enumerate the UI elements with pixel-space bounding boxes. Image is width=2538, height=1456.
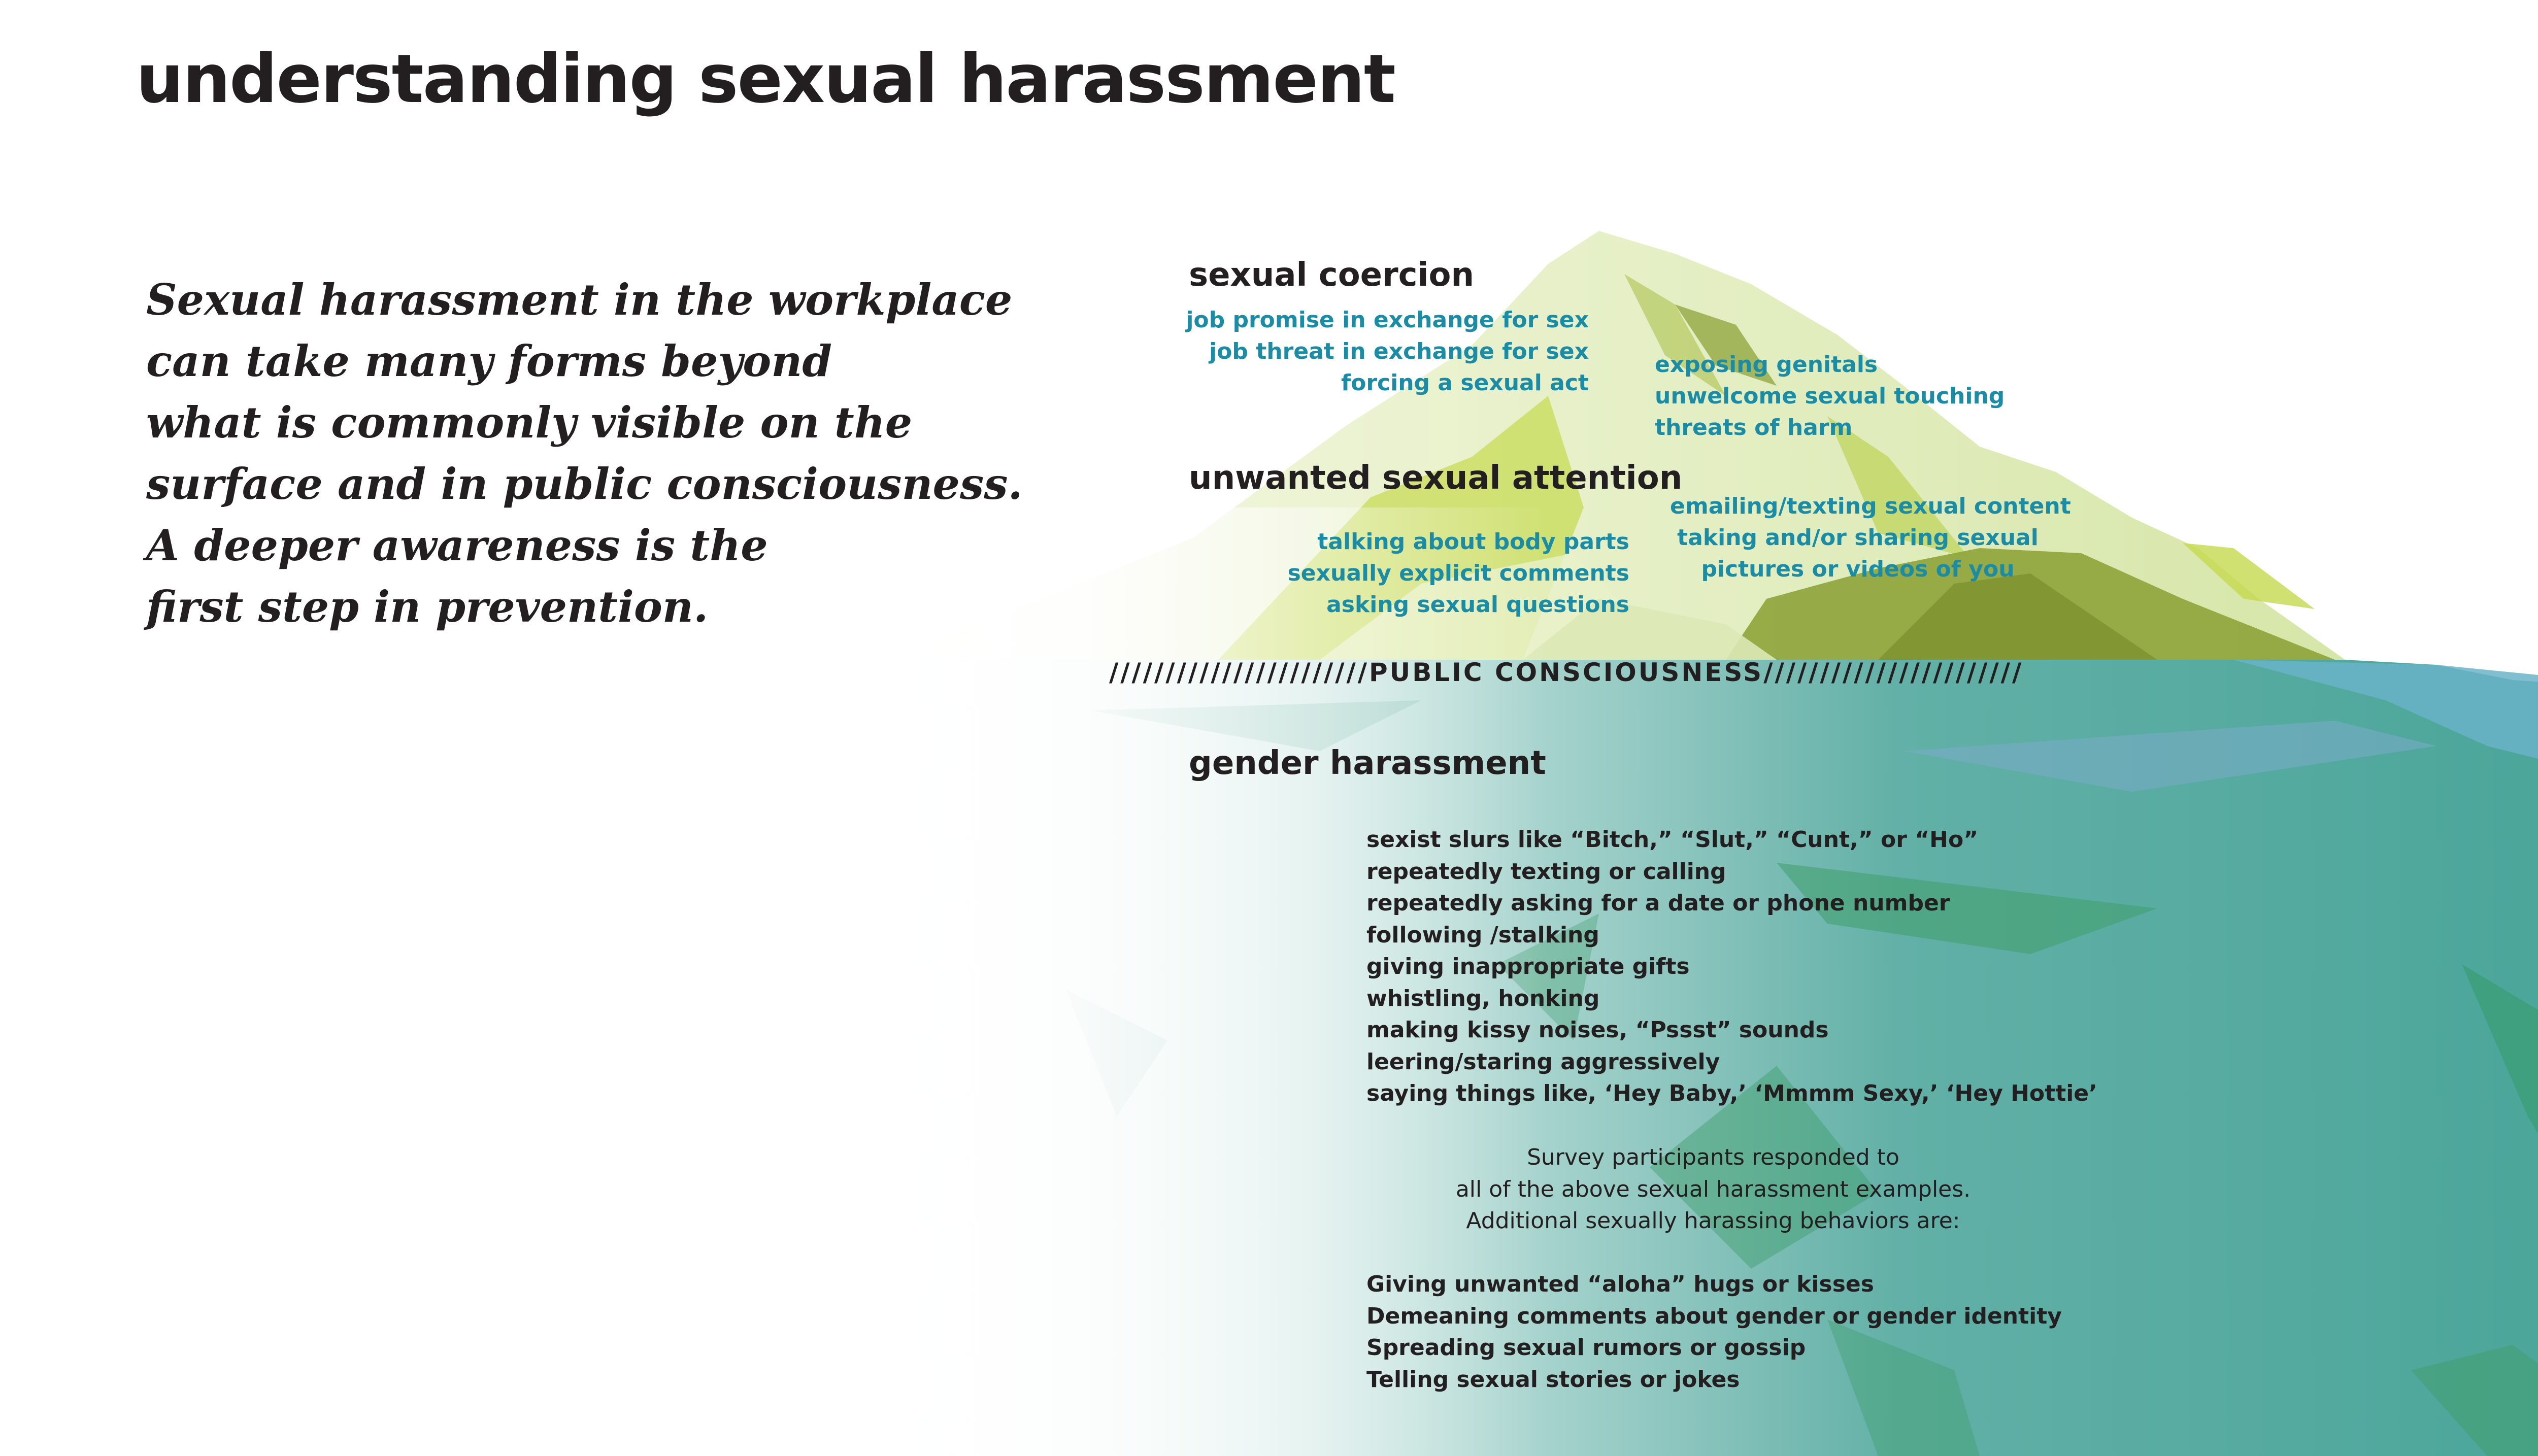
intro-line: first step in prevention. — [146, 582, 709, 632]
list-item: whistling, honking — [1366, 985, 1600, 1011]
list-item: forcing a sexual act — [1341, 370, 1589, 396]
list-item: job threat in exchange for sex — [1209, 338, 1589, 364]
list-item: talking about body parts — [1317, 529, 1629, 555]
list-item: job promise in exchange for sex — [1186, 307, 1589, 333]
intro-line: what is commonly visible on the — [146, 397, 913, 448]
list-item: Giving unwanted “aloha” hugs or kisses — [1366, 1271, 1874, 1297]
list-item: taking and/or sharing sexual — [1677, 525, 2039, 551]
coercion-right-list: exposing genitals unwelcome sexual touch… — [1655, 349, 2005, 444]
heading-sexual-coercion: sexual coercion — [1189, 256, 1475, 294]
survey-line: Additional sexually harassing behaviors … — [1466, 1208, 1960, 1234]
list-item: Demeaning comments about gender or gende… — [1366, 1303, 2062, 1329]
list-item: Telling sexual stories or jokes — [1366, 1366, 1740, 1393]
list-item: threats of harm — [1655, 415, 1853, 441]
survey-line: all of the above sexual harassment examp… — [1455, 1176, 1971, 1202]
page-title: understanding sexual harassment — [136, 40, 1396, 118]
intro-line: can take many forms beyond — [146, 336, 832, 386]
public-consciousness-divider: ///////////////////////PUBLIC CONSCIOUSN… — [1109, 658, 2024, 687]
list-item: sexually explicit comments — [1287, 560, 1629, 586]
attention-left-list: talking about body parts sexually explic… — [1167, 526, 1629, 621]
list-item: emailing/texting sexual content — [1670, 493, 2071, 519]
list-item: leering/staring aggressively — [1366, 1048, 1720, 1075]
list-item: exposing genitals — [1655, 352, 1878, 378]
intro-line: Sexual harassment in the workplace — [146, 275, 1013, 325]
list-item: unwelcome sexual touching — [1655, 383, 2005, 409]
list-item: saying things like, ‘Hey Baby,’ ‘Mmmm Se… — [1366, 1080, 2097, 1106]
list-item: making kissy noises, “Pssst” sounds — [1366, 1017, 1829, 1043]
list-item: following /stalking — [1366, 922, 1599, 948]
additional-behaviors-list: Giving unwanted “aloha” hugs or kisses D… — [1366, 1269, 2062, 1396]
intro-line: A deeper awareness is the — [146, 520, 768, 570]
intro-line: surface and in public consciousness. — [146, 459, 1023, 509]
survey-line: Survey participants responded to — [1527, 1144, 1899, 1170]
list-item: repeatedly texting or calling — [1366, 858, 1726, 885]
list-item: pictures or videos of you — [1701, 556, 2015, 582]
coercion-left-list: job promise in exchange for sex job thre… — [1167, 304, 1589, 399]
survey-note: Survey participants responded to all of … — [1396, 1142, 2030, 1237]
list-item: Spreading sexual rumors or gossip — [1366, 1335, 1806, 1361]
heading-gender-harassment: gender harassment — [1189, 744, 1546, 782]
gender-harassment-list: sexist slurs like “Bitch,” “Slut,” “Cunt… — [1366, 824, 2097, 1110]
list-item: sexist slurs like “Bitch,” “Slut,” “Cunt… — [1366, 827, 1979, 853]
heading-unwanted-sexual-attention: unwanted sexual attention — [1189, 459, 1683, 497]
attention-right-list: emailing/texting sexual content taking a… — [1670, 491, 2071, 585]
list-item: asking sexual questions — [1326, 592, 1629, 618]
intro-paragraph: Sexual harassment in the workplace can t… — [146, 269, 1023, 637]
list-item: giving inappropriate gifts — [1366, 954, 1690, 979]
list-item: repeatedly asking for a date or phone nu… — [1366, 890, 1950, 916]
